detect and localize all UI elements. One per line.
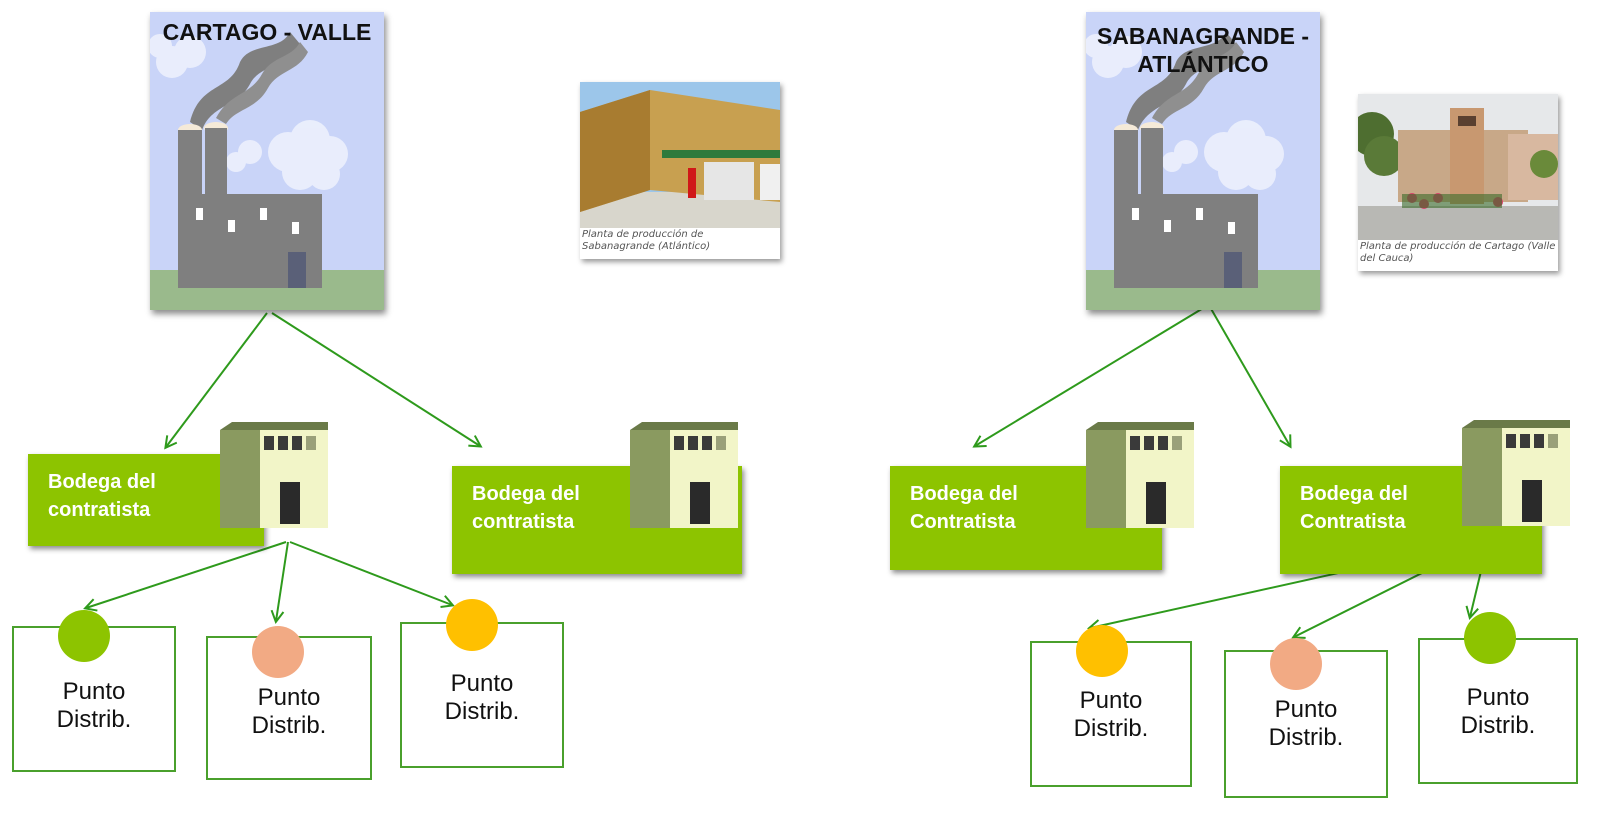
warehouse-2: Bodega del contratista: [452, 466, 742, 574]
point-label: Punto Distrib.: [1073, 687, 1149, 742]
status-dot-2: [252, 626, 304, 678]
photo-image: [580, 82, 780, 228]
point-label: Punto Distrib.: [251, 684, 327, 739]
arrow-warehouse1-point2: [276, 541, 289, 621]
warehouse-label: Bodega del Contratista: [1300, 483, 1408, 533]
factory-sabanagrande: SABANAGRANDE - ATLÁNTICO: [1086, 12, 1320, 310]
warehouse-building-icon: [220, 422, 328, 528]
point-label: Punto Distrib.: [56, 678, 132, 733]
warehouse-building-icon: [630, 422, 738, 528]
factory-title: SABANAGRANDE - ATLÁNTICO: [1096, 23, 1310, 77]
warehouse-label: Bodega del contratista: [48, 471, 156, 521]
factory-cartago: CARTAGO - VALLE: [150, 12, 384, 310]
warehouse-building-icon: [1462, 420, 1570, 526]
factory-icon: [150, 12, 384, 310]
photo-sabanagrande-plant: Planta de producción de Sabanagrande (At…: [580, 82, 780, 259]
arrow-warehouse1-point3: [289, 541, 452, 605]
status-dot-3: [446, 599, 498, 651]
factory-title: CARTAGO - VALLE: [162, 19, 372, 45]
point-label: Punto Distrib.: [1460, 684, 1536, 739]
point-label: Punto Distrib.: [1268, 696, 1344, 751]
arrow-warehouse1-point1: [86, 541, 287, 608]
status-dot-6: [1464, 612, 1516, 664]
factory-icon: [1086, 12, 1320, 310]
photo-caption: Planta de producción de Sabanagrande (At…: [582, 229, 711, 252]
status-dot-4: [1076, 625, 1128, 677]
status-dot-1: [58, 610, 110, 662]
arrow-factory2-warehouse4: [1209, 306, 1290, 446]
photo-image: [1358, 94, 1558, 240]
distribution-point-1: Punto Distrib.: [12, 626, 176, 772]
warehouse-building-icon: [1086, 422, 1194, 528]
warehouse-label: Bodega del Contratista: [910, 483, 1018, 533]
point-label: Punto Distrib.: [444, 670, 520, 725]
warehouse-label: Bodega del contratista: [472, 483, 580, 533]
photo-caption: Planta de producción de Cartago (Valle d…: [1360, 241, 1556, 264]
photo-cartago-plant: Planta de producción de Cartago (Valle d…: [1358, 94, 1558, 271]
status-dot-5: [1270, 638, 1322, 690]
